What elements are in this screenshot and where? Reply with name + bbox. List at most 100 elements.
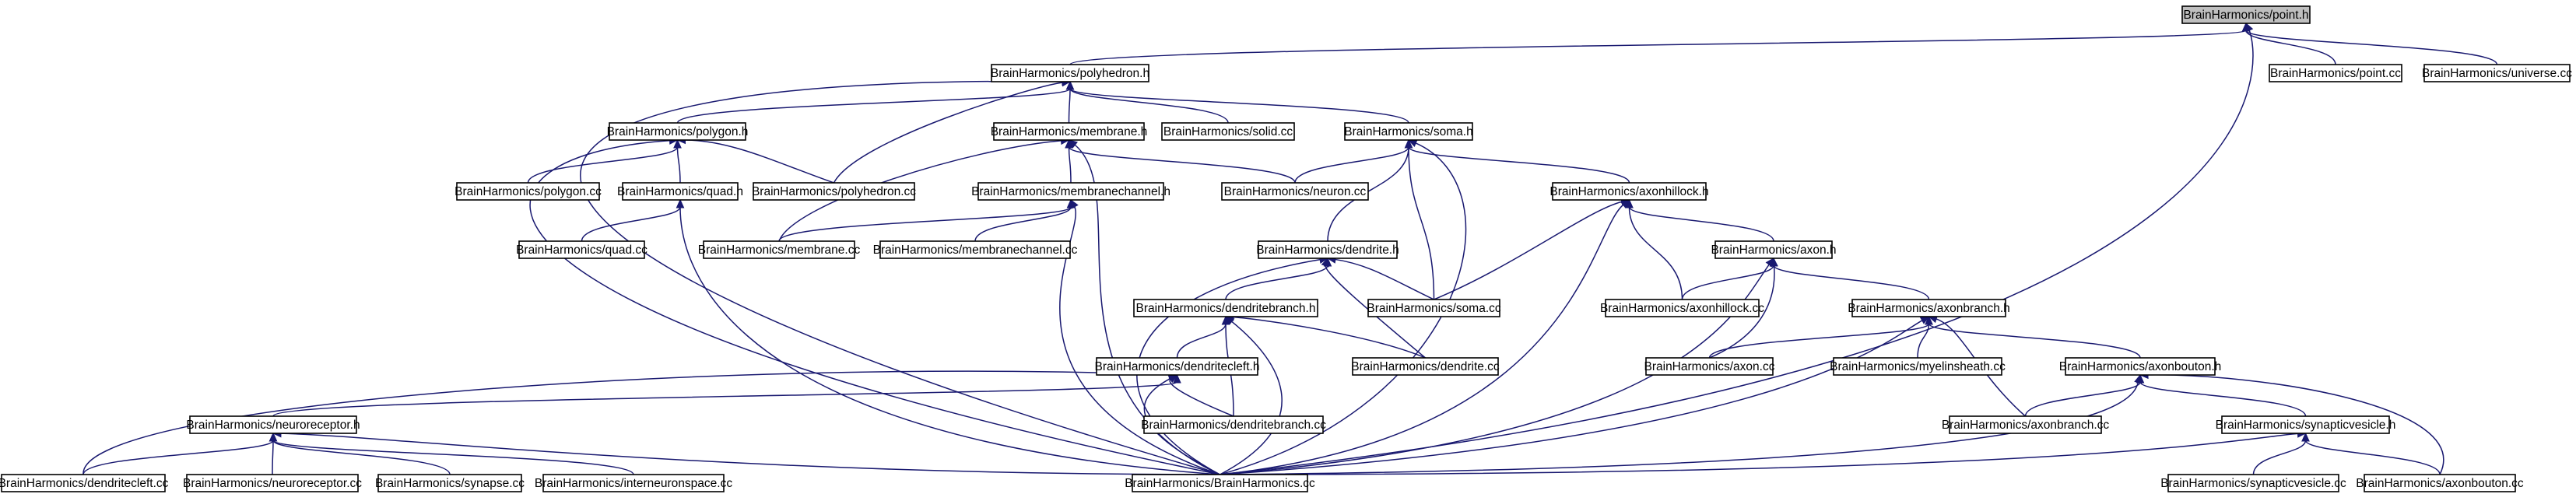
node-axonbouton-cc[interactable]: BrainHarmonics/axonbouton.cc (2356, 474, 2524, 492)
node-polygon-cc[interactable]: BrainHarmonics/polygon.cc (454, 182, 602, 201)
node-synapticvesicle-cc[interactable]: BrainHarmonics/synapticvesicle.cc (2160, 474, 2346, 492)
node-quad-cc[interactable]: BrainHarmonics/quad.cc (516, 240, 648, 259)
node-dendrite-cc[interactable]: BrainHarmonics/dendrite.cc (1351, 357, 1500, 376)
node-neuroreceptor-cc[interactable]: BrainHarmonics/neuroreceptor.cc (183, 474, 362, 492)
edge-polygon_cc-to-polygon_h (527, 138, 682, 184)
node-box (1, 474, 166, 492)
arrowhead (1620, 199, 1630, 208)
edge-polygon_h-to-polyhedron_h (676, 80, 1075, 124)
arrowhead (2245, 22, 2254, 33)
node-label: BrainHarmonics/membranechannel.cc (873, 243, 1078, 257)
node-neuron-cc[interactable]: BrainHarmonics/neuron.cc (1221, 182, 1369, 201)
edge-dendrite_cc-to-dendritebranch_h (1224, 313, 1426, 359)
arrowhead (2301, 432, 2310, 442)
edge-axonbouton_cc-to-synapticvesicle_h (2301, 432, 2441, 475)
node-point-h[interactable]: BrainHarmonics/point.h (2181, 5, 2311, 24)
edge-axon_cc-to-axonbranch_h (1708, 315, 1933, 359)
node-label: BrainHarmonics/membrane.cc (698, 243, 861, 257)
node-membrane-cc[interactable]: BrainHarmonics/membrane.cc (698, 240, 861, 259)
node-label: BrainHarmonics/point.h (2183, 9, 2308, 22)
edge-dendritecleft_h-to-dendritebranch_h (1176, 315, 1230, 359)
node-membranechannel-cc[interactable]: BrainHarmonics/membranechannel.cc (873, 240, 1078, 259)
node-label: BrainHarmonics/membranechannel.h (971, 185, 1170, 198)
node-universe-cc[interactable]: BrainHarmonics/universe.cc (2422, 64, 2572, 82)
node-polyhedron-h[interactable]: BrainHarmonics/polyhedron.h (991, 64, 1149, 82)
edge-solid_cc-to-polyhedron_h (1065, 80, 1229, 124)
node-box (977, 182, 1164, 201)
node-synapse-cc[interactable]: BrainHarmonics/synapse.cc (375, 474, 525, 492)
node-box (991, 64, 1149, 82)
edge-synapticvesicle_h-to-axonbouton_h (2136, 373, 2307, 417)
node-dendritecleft-h[interactable]: BrainHarmonics/dendritecleft.h (1095, 357, 1260, 376)
node-interneuronspace-cc[interactable]: BrainHarmonics/interneuronspace.cc (535, 474, 732, 492)
node-box (609, 122, 746, 141)
node-label: BrainHarmonics/polygon.h (607, 125, 749, 138)
node-solid-cc[interactable]: BrainHarmonics/solid.cc (1161, 122, 1295, 141)
node-box (542, 474, 725, 492)
node-box (1552, 182, 1707, 201)
node-box (2221, 415, 2390, 434)
node-box (1645, 357, 1774, 376)
edge-neuron_cc-to-membrane_h (1065, 138, 1296, 184)
edge-membranechannel_cc-to-membranechannel_h (974, 198, 1076, 242)
node-brainharmonics-cc[interactable]: BrainHarmonics/BrainHarmonics.cc (1125, 474, 1315, 492)
edge-brainharmonics_cc-to-membranechannel_h (1059, 198, 1220, 475)
arrowhead (1065, 80, 1075, 90)
node-box (1161, 122, 1295, 141)
node-quad-h[interactable]: BrainHarmonics/quad.h (617, 182, 743, 201)
edge-brainharmonics_cc-to-axonhillock_h (1220, 199, 1630, 475)
node-myelinsheath-cc[interactable]: BrainHarmonics/myelinsheath.cc (1830, 357, 2006, 376)
node-label: BrainHarmonics/axon.h (1711, 243, 1836, 257)
node-soma-h[interactable]: BrainHarmonics/soma.h (1344, 122, 1473, 141)
node-dendritecleft-cc[interactable]: BrainHarmonics/dendritecleft.cc (0, 474, 169, 492)
node-label: BrainHarmonics/synapticvesicle.h (2216, 419, 2396, 432)
node-label: BrainHarmonics/dendrite.h (1256, 243, 1399, 257)
edge-neuroreceptor_h-to-dendritecleft_h (272, 373, 1181, 417)
arrowhead (2134, 373, 2143, 384)
node-axonhillock-cc[interactable]: BrainHarmonics/axonhillock.cc (1600, 299, 1764, 317)
node-label: BrainHarmonics/axonbouton.h (2059, 360, 2222, 373)
node-neuroreceptor-h[interactable]: BrainHarmonics/neuroreceptor.h (186, 415, 360, 434)
edge-interneuronspace_cc-to-neuroreceptor_h (268, 432, 634, 475)
node-box (2167, 474, 2339, 492)
node-polygon-h[interactable]: BrainHarmonics/polygon.h (607, 122, 749, 141)
node-soma-cc[interactable]: BrainHarmonics/soma.cc (1367, 299, 1501, 317)
edge-quad_cc-to-quad_h (581, 198, 685, 242)
node-label: BrainHarmonics/axonbranch.cc (1942, 419, 2110, 432)
node-point-cc[interactable]: BrainHarmonics/point.cc (2269, 64, 2402, 82)
node-label: BrainHarmonics/polyhedron.h (991, 67, 1149, 80)
node-dendrite-h[interactable]: BrainHarmonics/dendrite.h (1256, 240, 1399, 259)
node-polyhedron-cc[interactable]: BrainHarmonics/polyhedron.cc (752, 182, 916, 201)
node-box (377, 474, 522, 492)
node-label: BrainHarmonics/dendritebranch.h (1136, 302, 1316, 315)
edge-brainharmonics_cc-to-quad_h (676, 198, 1220, 475)
node-membranechannel-h[interactable]: BrainHarmonics/membranechannel.h (971, 182, 1170, 201)
arrowhead (1404, 138, 1413, 149)
node-axon-cc[interactable]: BrainHarmonics/axon.cc (1644, 357, 1775, 376)
node-box (2364, 474, 2516, 492)
node-label: BrainHarmonics/dendritecleft.h (1095, 360, 1260, 373)
node-box (622, 182, 739, 201)
node-label: BrainHarmonics/soma.cc (1367, 302, 1501, 315)
node-label: BrainHarmonics/neuroreceptor.h (186, 419, 360, 432)
node-membrane-h[interactable]: BrainHarmonics/membrane.h (991, 122, 1148, 141)
node-axonbranch-h[interactable]: BrainHarmonics/axonbranch.h (1848, 299, 2010, 317)
node-label: BrainHarmonics/quad.h (617, 185, 743, 198)
node-box (2181, 5, 2311, 24)
node-box (1367, 299, 1500, 317)
node-box (1258, 240, 1398, 259)
node-box (879, 240, 1071, 259)
node-synapticvesicle-h[interactable]: BrainHarmonics/synapticvesicle.h (2216, 415, 2396, 434)
node-label: BrainHarmonics/polygon.cc (454, 185, 602, 198)
node-axonhillock-h[interactable]: BrainHarmonics/axonhillock.h (1549, 182, 1709, 201)
node-label: BrainHarmonics/solid.cc (1163, 125, 1293, 138)
node-dendritebranch-cc[interactable]: BrainHarmonics/dendritebranch.cc (1141, 415, 1326, 434)
arrowhead (676, 198, 685, 208)
node-dendritebranch-h[interactable]: BrainHarmonics/dendritebranch.h (1133, 299, 1318, 317)
node-axonbouton-h[interactable]: BrainHarmonics/axonbouton.h (2059, 357, 2222, 376)
node-axonbranch-cc[interactable]: BrainHarmonics/axonbranch.cc (1942, 415, 2110, 434)
node-box (1096, 357, 1258, 376)
node-axon-h[interactable]: BrainHarmonics/axon.h (1711, 240, 1837, 259)
edge-polyhedron_h-to-point_h (1069, 22, 2251, 65)
node-label: BrainHarmonics/axonbranch.h (1848, 302, 2010, 315)
